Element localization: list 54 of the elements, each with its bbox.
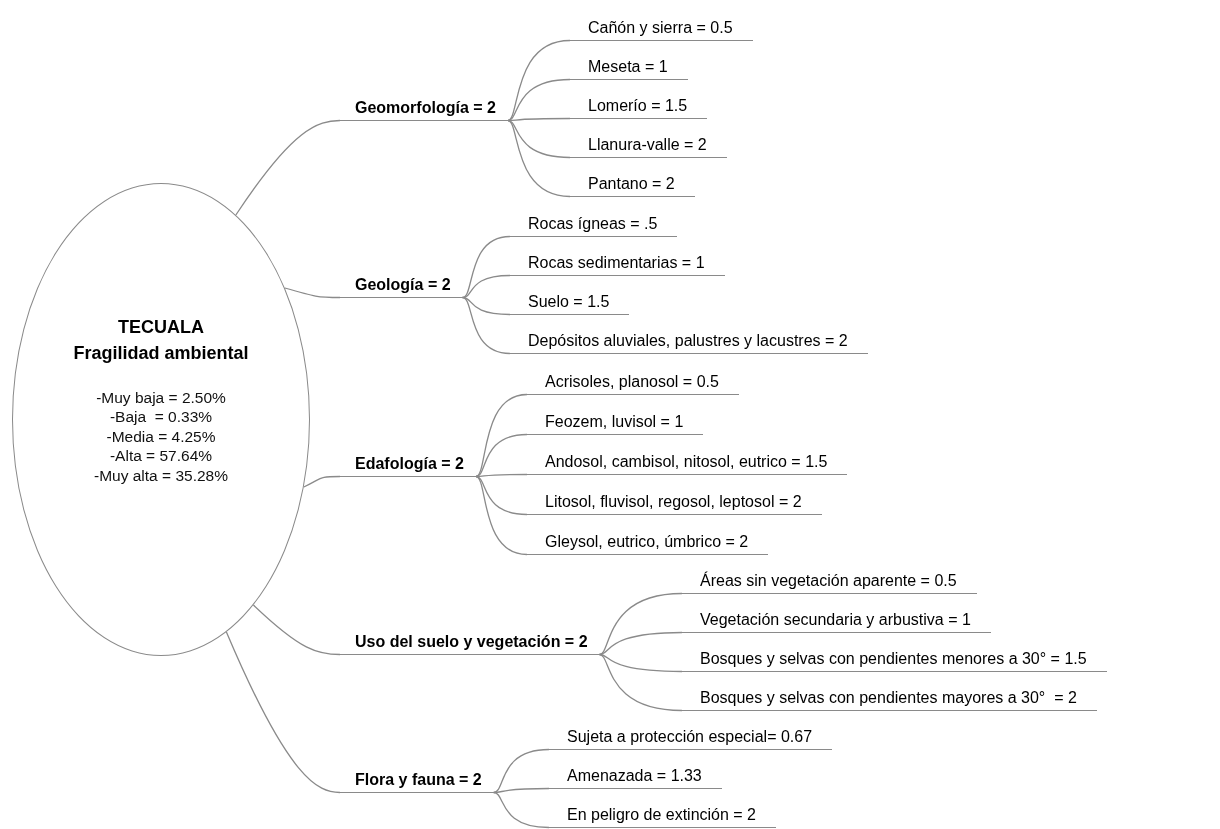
connector-line bbox=[493, 748, 550, 794]
leaf-label: Acrisoles, planosol = 0.5 bbox=[527, 371, 739, 395]
leaf-label: Vegetación secundaria y arbustiva = 1 bbox=[682, 609, 991, 633]
leaf-label: Suelo = 1.5 bbox=[510, 291, 630, 315]
branch-label: Edafología = 2 bbox=[340, 453, 476, 477]
branch-label: Flora y fauna = 2 bbox=[340, 769, 494, 793]
connector-line bbox=[235, 119, 341, 216]
percentage-text: -Muy alta = 35.28% bbox=[94, 465, 228, 486]
percentage-text: -Alta = 57.64% bbox=[109, 446, 213, 466]
connector-line bbox=[475, 433, 528, 478]
leaf-label: Feozem, luvisol = 1 bbox=[527, 411, 704, 435]
leaf-label: Rocas ígneas = .5 bbox=[510, 213, 678, 237]
leaf-label: Bosques y selvas con pendientes mayores a 30° = 2 bbox=[682, 687, 1097, 711]
connector-line bbox=[461, 235, 511, 299]
connector-line bbox=[461, 296, 511, 355]
leaf-label: Bosques y selvas con pendientes menores a 30° = 1.5 bbox=[682, 648, 1107, 672]
percentage-text: -Media = 4.25% bbox=[106, 426, 216, 447]
central-title: TECUALA bbox=[118, 315, 204, 339]
connector-line bbox=[493, 787, 550, 794]
branch-label: Geología = 2 bbox=[340, 274, 463, 298]
connector-line bbox=[507, 119, 571, 198]
connector-line bbox=[303, 475, 341, 488]
percentage-text: -Muy baja = 2.50% bbox=[96, 387, 226, 408]
connector-line bbox=[252, 604, 341, 656]
leaf-label: Meseta = 1 bbox=[570, 56, 688, 80]
connector-line bbox=[493, 791, 550, 829]
leaf-label: Llanura-valle = 2 bbox=[570, 134, 727, 158]
central-title: Fragilidad ambiental bbox=[73, 341, 249, 365]
leaf-label: Litosol, fluvisol, regosol, leptosol = 2 bbox=[527, 491, 822, 515]
connector-line bbox=[284, 287, 341, 299]
branch-label: Uso del suelo y vegetación = 2 bbox=[340, 631, 600, 655]
leaf-label: Lomerío = 1.5 bbox=[570, 95, 708, 119]
leaf-label: Pantano = 2 bbox=[570, 173, 695, 197]
leaf-label: Andosol, cambisol, nitosol, eutrico = 1.5 bbox=[527, 451, 848, 475]
leaf-label: Gleysol, eutrico, úmbrico = 2 bbox=[527, 531, 769, 555]
branch-label: Geomorfología = 2 bbox=[340, 97, 508, 121]
leaf-label: En peligro de extinción = 2 bbox=[549, 804, 776, 828]
connector-line bbox=[225, 631, 341, 794]
connector-line bbox=[475, 393, 528, 478]
leaf-label: Áreas sin vegetación aparente = 0.5 bbox=[682, 570, 977, 594]
connector-line bbox=[475, 475, 528, 556]
leaf-label: Depósitos aluviales, palustres y lacustres = 2 bbox=[510, 330, 868, 354]
leaf-label: Rocas sedimentarias = 1 bbox=[510, 252, 725, 276]
leaf-label: Amenazada = 1.33 bbox=[549, 765, 722, 789]
connector-line bbox=[507, 39, 571, 122]
leaf-label: Sujeta a protección especial= 0.67 bbox=[549, 726, 833, 750]
connector-line bbox=[507, 119, 571, 159]
percentage-text: -Baja = 0.33% bbox=[109, 407, 213, 427]
connector-line bbox=[598, 592, 683, 656]
leaf-label: Cañón y sierra = 0.5 bbox=[570, 17, 753, 41]
connector-line bbox=[598, 653, 683, 712]
connector-line bbox=[507, 78, 571, 122]
connector-line bbox=[475, 473, 528, 478]
connector-line bbox=[598, 631, 683, 656]
